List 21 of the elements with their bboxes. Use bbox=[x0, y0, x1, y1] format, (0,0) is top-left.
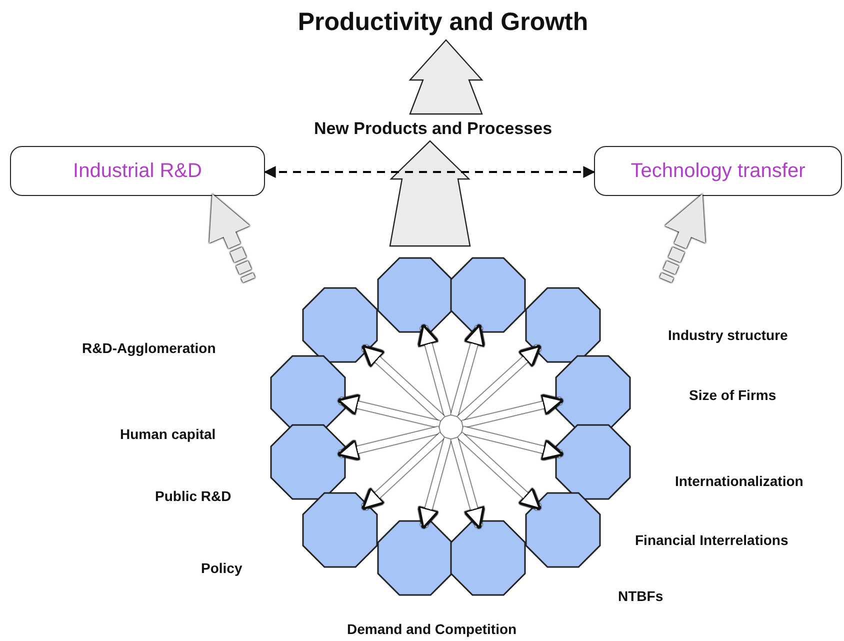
box-label: Industrial R&D bbox=[73, 160, 202, 182]
factor-label: Demand and Competition bbox=[347, 621, 517, 637]
segmented-arrow bbox=[660, 194, 707, 283]
factor-label: Financial Interrelations bbox=[635, 532, 788, 548]
factor-label: NTBFs bbox=[618, 588, 664, 604]
factor-label: Human capital bbox=[120, 426, 216, 442]
box-label: Technology transfer bbox=[630, 160, 806, 182]
flow-text: New Products and Processes bbox=[314, 119, 552, 139]
factor-label: R&D-Agglomeration bbox=[82, 340, 216, 356]
factor-label: Industry structure bbox=[668, 327, 788, 343]
segmented-arrow bbox=[208, 194, 255, 283]
heading-text: Productivity and Growth bbox=[298, 8, 588, 36]
block-arrow bbox=[408, 39, 484, 115]
rounded-box bbox=[10, 146, 265, 196]
rounded-box bbox=[594, 146, 842, 196]
dashed-arrow bbox=[264, 166, 596, 178]
factor-label: Public R&D bbox=[155, 488, 232, 504]
factor-label: Size of Firms bbox=[689, 387, 776, 403]
factor-label: Internationalization bbox=[675, 473, 804, 489]
block-arrow bbox=[389, 140, 471, 247]
factor-label: Policy bbox=[201, 560, 242, 576]
